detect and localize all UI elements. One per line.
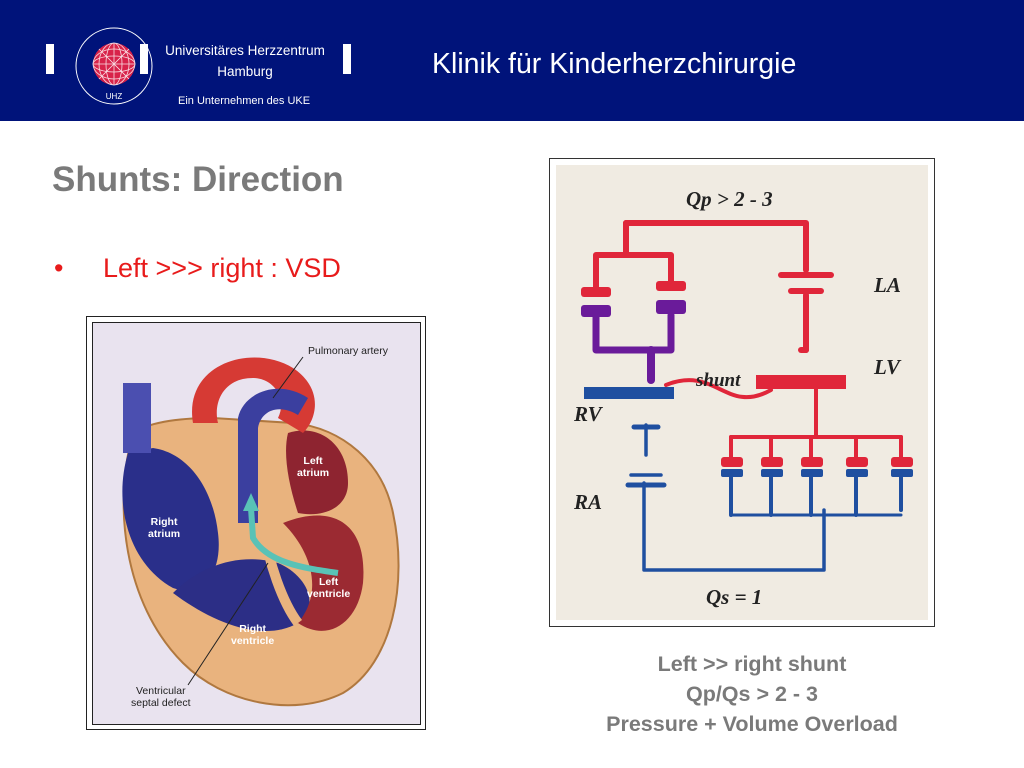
label-right-ventricle-line2: ventricle	[231, 635, 275, 647]
circulation-diagram-frame: Qp > 2 - 3 LA LV shunt RV RA Qs = 1	[549, 158, 935, 627]
caption-line3: Pressure + Volume Overload	[606, 712, 898, 736]
label-right-ventricle-line1: Right	[239, 623, 267, 635]
logo-name-line1: Universitäres Herzzentrum	[165, 43, 325, 58]
circulation-diagram: Qp > 2 - 3 LA LV shunt RV RA Qs = 1	[556, 165, 928, 620]
label-right-ventricle: Right ventricle	[231, 623, 274, 647]
label-qp: Qp > 2 - 3	[686, 187, 773, 211]
logo-institution-name: Universitäres Herzzentrum Hamburg	[150, 40, 340, 82]
bullet-marker: •	[54, 253, 64, 283]
logo-badge: UHZ	[106, 92, 123, 101]
heart-cross-section-image	[122, 356, 400, 707]
label-left-ventricle: Left ventricle	[307, 576, 350, 600]
caption-line2: Qp/Qs > 2 - 3	[685, 682, 819, 706]
logo-subline: Ein Unternehmen des UKE	[178, 95, 311, 107]
label-rv: RV	[574, 402, 602, 426]
label-right-atrium-line2: atrium	[148, 528, 181, 540]
label-ra: RA	[574, 490, 603, 514]
label-left-ventricle-line1: Left	[318, 576, 339, 588]
heart-globe-logo-icon: UHZ	[75, 27, 153, 105]
label-left-ventricle-line2: ventricle	[307, 588, 351, 600]
logo-bar-left	[46, 44, 54, 74]
label-qs: Qs = 1	[706, 585, 763, 609]
label-right-atrium-line1: Right	[150, 516, 178, 528]
clinic-title: Klinik für Kinderherzchirurgie	[432, 48, 797, 80]
slide-title: Shunts: Direction	[52, 160, 344, 199]
bullet-text: Left >>> right : VSD	[103, 253, 341, 283]
logo-name-line2: Hamburg	[217, 64, 273, 79]
label-pulmonary-artery: Pulmonary artery	[308, 345, 388, 357]
label-la: LA	[874, 273, 901, 297]
label-vsd-line2: septal defect	[131, 697, 191, 709]
heart-illustration: Pulmonary artery Left atrium Right atriu…	[92, 322, 421, 725]
header-bar: UHZ Universitäres Herzzentrum Hamburg Ei…	[0, 0, 1024, 121]
label-vsd-line1: Ventricular	[135, 685, 186, 697]
uhz-logo: UHZ Universitäres Herzzentrum Hamburg Ei…	[44, 14, 374, 114]
logo-bar-mid	[140, 44, 148, 74]
label-left-atrium-line2: atrium	[297, 467, 330, 479]
label-left-atrium-line1: Left	[303, 455, 323, 467]
heart-illustration-frame: Pulmonary artery Left atrium Right atriu…	[86, 316, 426, 730]
shunt-circuit-drawing	[581, 220, 913, 572]
label-left-atrium: Left atrium	[297, 455, 329, 479]
logo-bar-right	[343, 44, 351, 74]
label-shunt: shunt	[696, 370, 741, 391]
caption-line1: Left >> right shunt	[657, 652, 847, 676]
label-ventricular-septal-defect: Ventricular septal defect	[131, 685, 191, 709]
label-right-atrium: Right atrium	[148, 516, 180, 540]
label-lv: LV	[874, 355, 901, 379]
